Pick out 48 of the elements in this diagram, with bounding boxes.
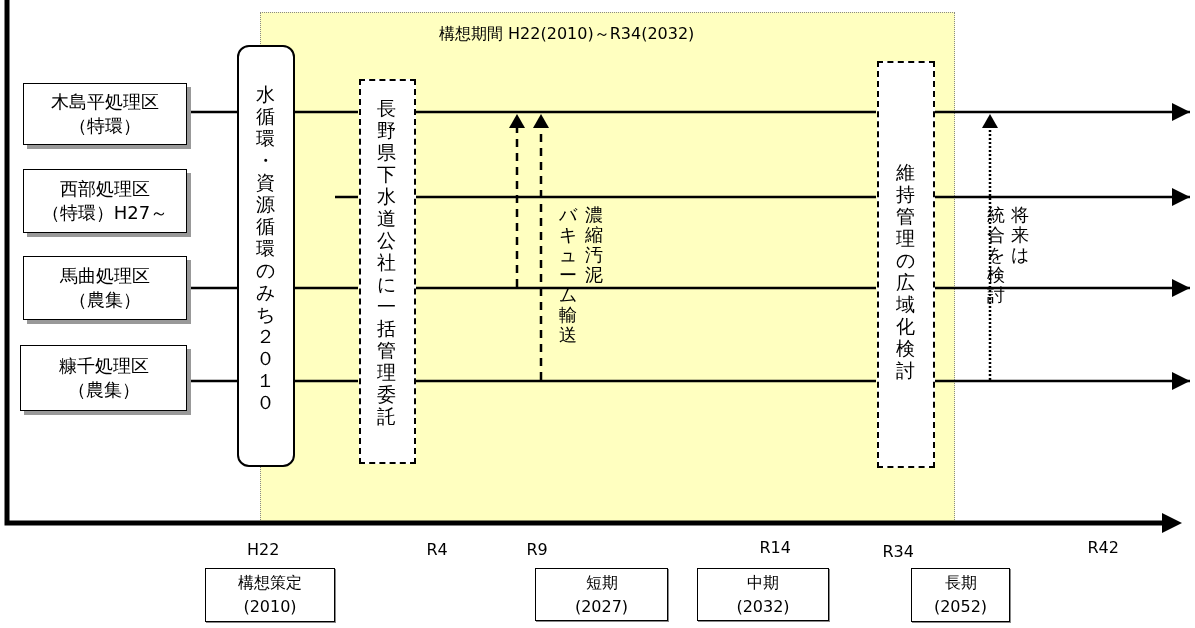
box-title: 長期 — [944, 572, 977, 594]
transport-note: 濃縮汚泥 — [584, 205, 604, 285]
box-title: 構想策定 — [238, 572, 302, 594]
connector-line — [295, 110, 358, 114]
year-tick-label: R9 — [526, 540, 548, 560]
box-title: 短期 — [585, 571, 618, 594]
year-tick-label: R14 — [759, 538, 791, 558]
connector-line — [335, 195, 358, 199]
box-subtitle: (2032) — [736, 595, 790, 618]
transport-note: バキューム輸送 — [558, 205, 578, 345]
connector-line — [295, 379, 358, 383]
connector-line — [295, 286, 358, 290]
box-subtitle: （特環） — [69, 114, 141, 138]
phase-box — [205, 568, 335, 622]
connector-line — [415, 379, 876, 383]
year-tick-label: R4 — [426, 540, 448, 560]
box-title: 西部処理区 — [60, 177, 150, 201]
year-tick-label: R34 — [882, 542, 914, 562]
box-subtitle: （特環）H27～ — [41, 201, 169, 225]
phase-box — [911, 568, 1010, 622]
box-subtitle: (2052) — [933, 596, 988, 618]
year-tick-label: R42 — [1087, 538, 1119, 558]
period-title: 構想期間 H22(2010)～R34(2032) — [439, 24, 695, 45]
connector-line — [934, 372, 1190, 390]
year-tick-label: H22 — [247, 540, 280, 560]
connector-line — [934, 188, 1190, 206]
box-label: 維持管理の広域化検討 — [895, 161, 917, 383]
box-subtitle: （農集） — [69, 288, 141, 312]
phase-box — [535, 568, 668, 621]
box-title: 馬曲処理区 — [60, 264, 150, 288]
connector-line — [415, 286, 876, 290]
box-subtitle: (2010) — [243, 596, 297, 618]
measure-box — [359, 79, 416, 464]
plan-box — [237, 45, 295, 467]
connector-line — [415, 110, 876, 114]
box-subtitle: (2027) — [574, 595, 629, 618]
box-label: 水循環・資源循環のみち２０１０ — [255, 83, 277, 415]
phase-box — [697, 568, 829, 621]
connector-line — [934, 279, 1190, 297]
future-note: 将来は — [1010, 205, 1030, 265]
connector-line — [934, 103, 1190, 121]
measure-box — [877, 61, 935, 468]
box-title: 糠千処理区 — [58, 354, 149, 378]
connector-line — [415, 195, 876, 199]
box-title: 中期 — [747, 571, 779, 594]
box-title: 木島平処理区 — [51, 90, 159, 114]
box-subtitle: （農集） — [67, 378, 140, 402]
box-label: 長野県下水道公社に一括管理委託 — [377, 97, 398, 429]
